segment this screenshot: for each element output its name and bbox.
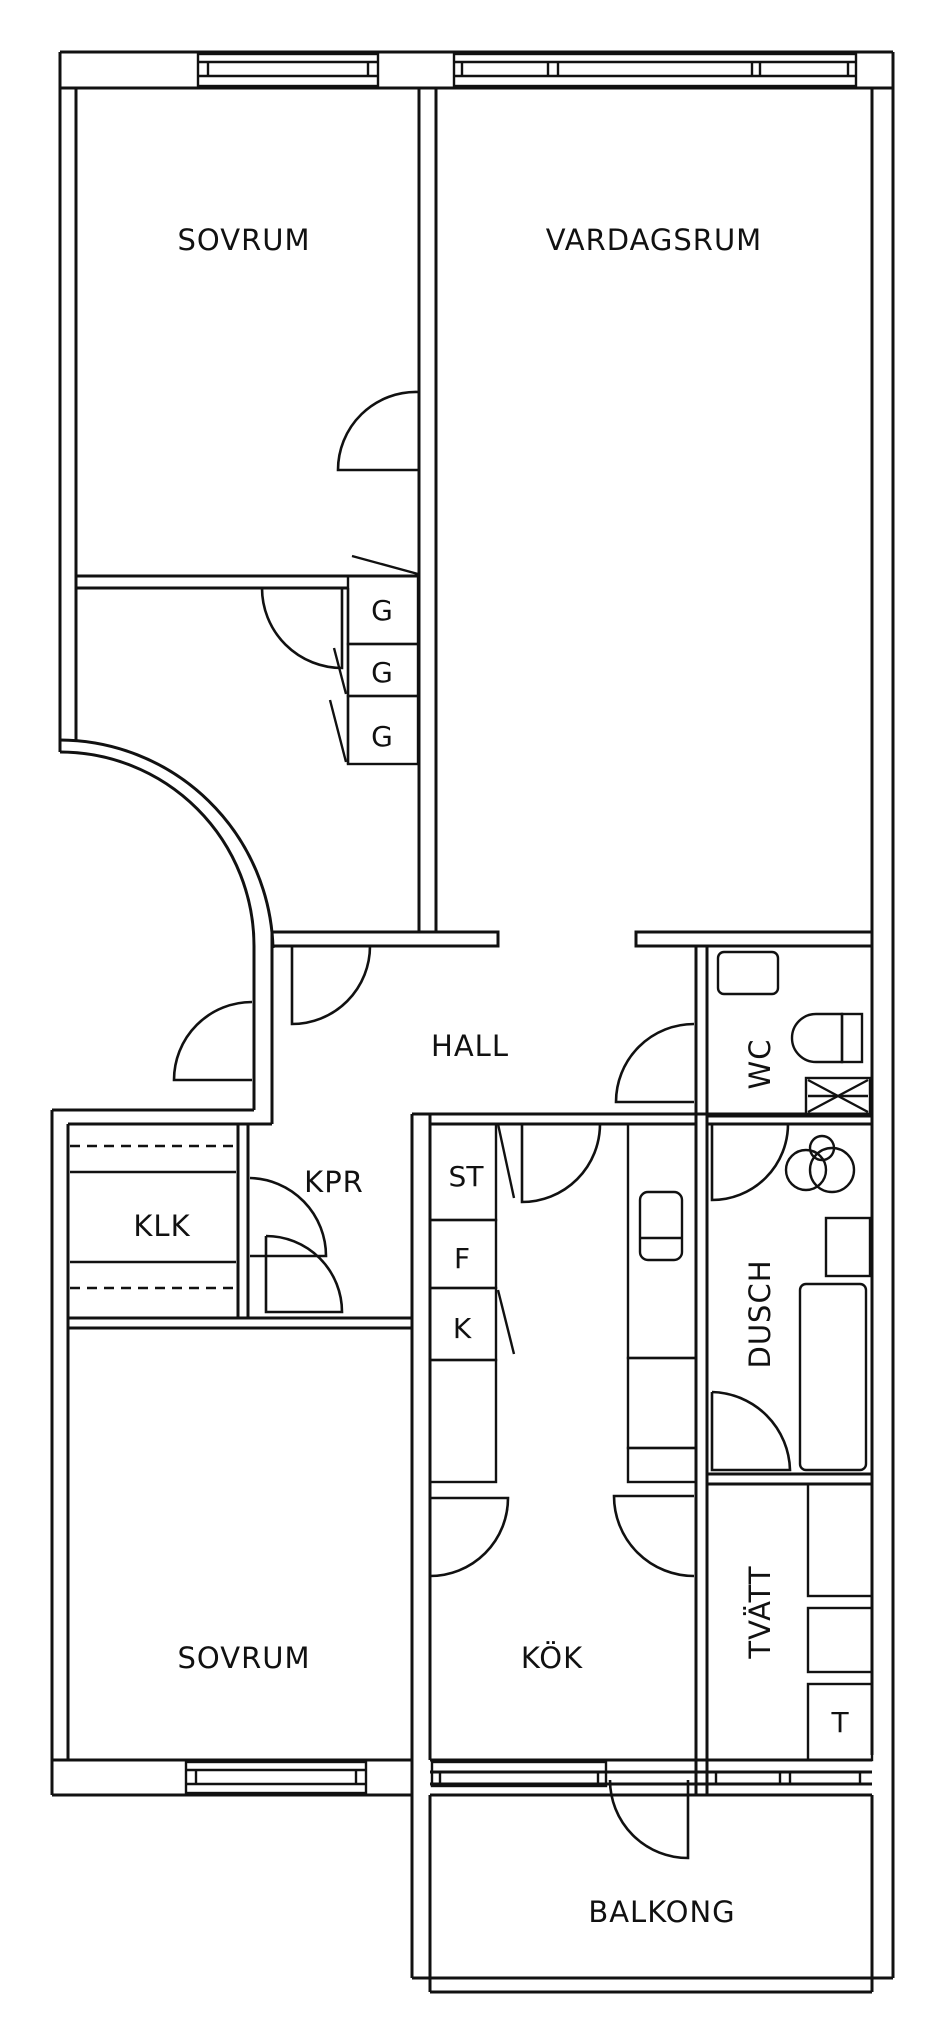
room-labels: SOVRUM VARDAGSRUM HALL KPR KLK WC DUSCH …	[133, 223, 777, 1929]
room-label-vardagsrum: VARDAGSRUM	[546, 223, 762, 257]
tvatt-fixtures	[806, 1482, 874, 1762]
kitchen-label-k: K	[453, 1312, 472, 1345]
windows	[184, 52, 862, 1795]
doors	[172, 390, 792, 1860]
wardrobe-label-3: G	[371, 720, 393, 753]
walls	[50, 50, 895, 1994]
wardrobe-label-1: G	[371, 594, 393, 627]
wardrobes	[328, 554, 420, 766]
room-label-klk: KLK	[133, 1209, 190, 1243]
room-label-sovrum-bottom: SOVRUM	[178, 1641, 311, 1675]
room-label-wc: WC	[743, 1039, 777, 1090]
dusch-fixtures	[784, 1134, 872, 1472]
kitchen-cabinets	[428, 1122, 698, 1484]
room-label-tvatt: TVÄTT	[743, 1565, 777, 1659]
klk-shelves	[70, 1144, 236, 1290]
room-label-sovrum-top: SOVRUM	[178, 223, 311, 257]
fixture-labels: G G G ST F K T	[371, 594, 849, 1739]
wardrobe-label-2: G	[371, 656, 393, 689]
room-label-kpr: KPR	[304, 1165, 364, 1199]
room-label-dusch: DUSCH	[743, 1259, 777, 1368]
wc-fixtures	[716, 950, 872, 1116]
kitchen-label-f: F	[454, 1242, 470, 1275]
room-label-kok: KÖK	[521, 1641, 583, 1675]
tvatt-label-t: T	[830, 1706, 849, 1739]
room-label-hall: HALL	[431, 1029, 509, 1063]
room-label-balkong: BALKONG	[588, 1895, 735, 1929]
kitchen-label-st: ST	[449, 1160, 485, 1193]
